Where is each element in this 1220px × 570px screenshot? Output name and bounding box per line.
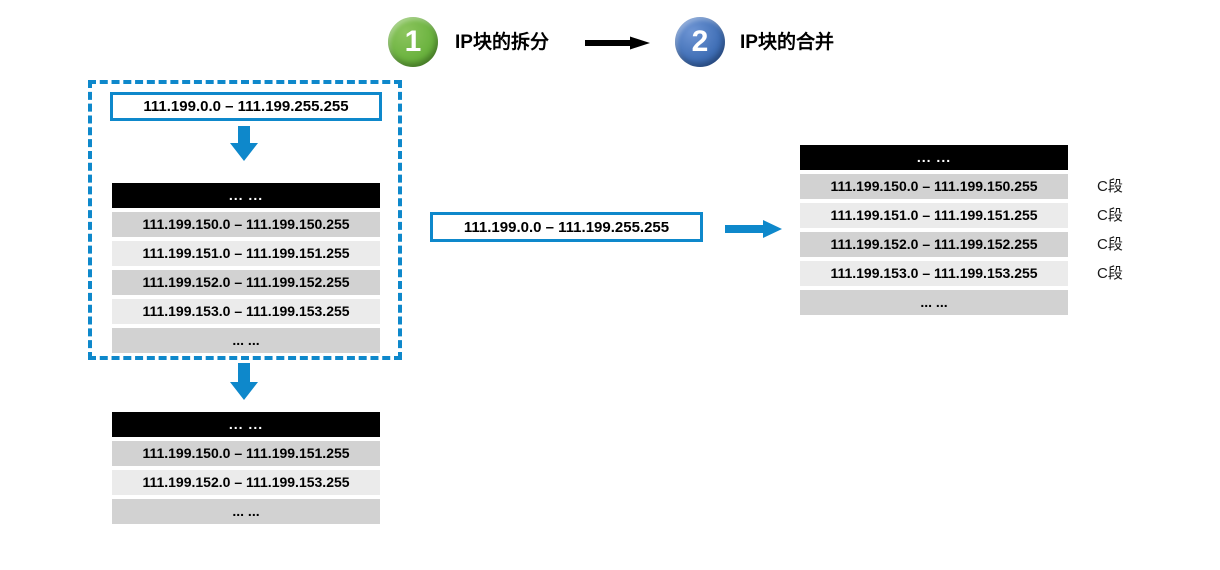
split-group-border (88, 80, 402, 360)
split-c-segment-table: ... ... 111.199.150.0 – 111.199.150.255 … (112, 183, 380, 353)
merge-result-table: ... ... 111.199.150.0 – 111.199.150.255 … (800, 145, 1068, 315)
table-row: 111.199.151.0 – 111.199.151.255 (800, 203, 1068, 228)
c-segment-tag: C段 (1097, 178, 1123, 195)
table-footer: ... ... (112, 499, 380, 524)
table-footer: ... ... (800, 290, 1068, 315)
table-header: ... ... (112, 183, 380, 208)
table-header: ... ... (800, 145, 1068, 170)
table-footer: ... ... (112, 328, 380, 353)
step1-number: 1 (404, 25, 422, 58)
step2-label: IP块的合并 (740, 32, 834, 53)
c-segment-tag-column: C段 C段 C段 C段 (1097, 174, 1123, 286)
table-row: 111.199.152.0 – 111.199.152.255 (112, 270, 380, 295)
table-row: 111.199.150.0 – 111.199.151.255 (112, 441, 380, 466)
down-arrow-icon (230, 363, 258, 400)
step2-badge: 2 (675, 17, 725, 67)
split-source-block: 111.199.0.0 – 111.199.255.255 (110, 92, 382, 121)
right-arrow-icon (585, 36, 650, 50)
step1-badge: 1 (388, 17, 438, 67)
down-arrow-icon (230, 126, 258, 161)
c-segment-tag: C段 (1097, 265, 1123, 282)
c-segment-tag: C段 (1097, 207, 1123, 224)
table-row: 111.199.152.0 – 111.199.153.255 (112, 470, 380, 495)
merge-source-block: 111.199.0.0 – 111.199.255.255 (430, 212, 703, 242)
step2-number: 2 (691, 25, 709, 58)
table-row: 111.199.150.0 – 111.199.150.255 (112, 212, 380, 237)
table-row: 111.199.153.0 – 111.199.153.255 (800, 261, 1068, 286)
split-merged-range-table: ... ... 111.199.150.0 – 111.199.151.255 … (112, 412, 380, 524)
table-row: 111.199.150.0 – 111.199.150.255 (800, 174, 1068, 199)
table-row: 111.199.152.0 – 111.199.152.255 (800, 232, 1068, 257)
c-segment-tag: C段 (1097, 236, 1123, 253)
right-arrow-icon (725, 220, 782, 238)
step1-label: IP块的拆分 (455, 32, 549, 53)
table-header: ... ... (112, 412, 380, 437)
table-row: 111.199.153.0 – 111.199.153.255 (112, 299, 380, 324)
table-row: 111.199.151.0 – 111.199.151.255 (112, 241, 380, 266)
